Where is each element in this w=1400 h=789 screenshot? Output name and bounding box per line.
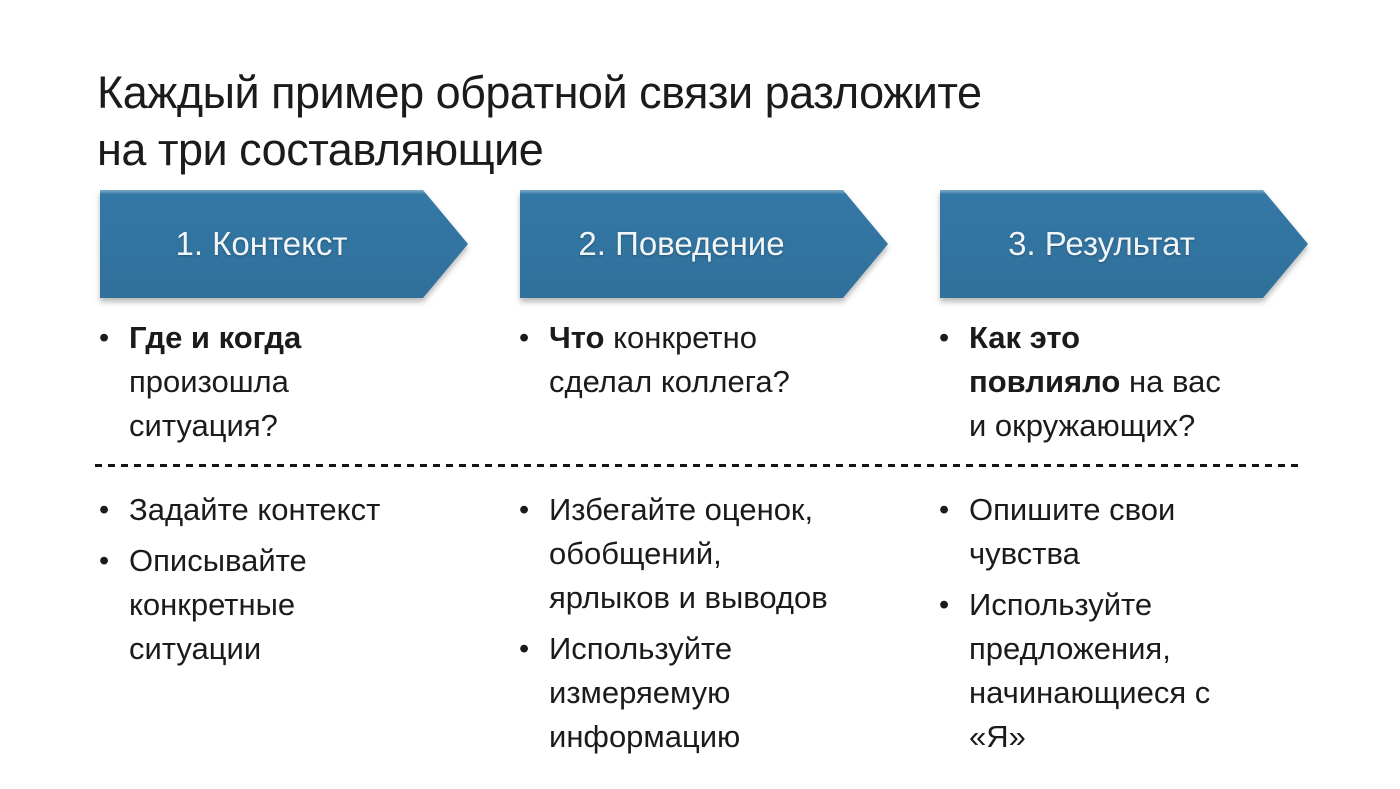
arrow-label-result: 3. Результат (1008, 225, 1195, 262)
result-tips-list: • Опишите свои чувства • Используйте предло… (939, 488, 1329, 759)
column-behavior-question: • Что конкретно сделал коллега? (519, 316, 909, 411)
column-context-tips: • Задайте контекст • Описывайте конкретные … (99, 488, 489, 678)
list-item: • Избегайте оценок, обобщений, ярлыков и … (519, 488, 909, 620)
arrow-label-behavior: 2. Поведение (578, 225, 785, 262)
list-item: • Используйте предложения, начинающиеся с… (939, 583, 1329, 759)
bullet-icon: • (939, 322, 950, 354)
list-item: • Задайте контекст (99, 488, 489, 532)
behavior-question-list: • Что конкретно сделал коллега? (519, 316, 909, 404)
result-question-list: • Как это повлияло на вас и окружающих? (939, 316, 1329, 448)
bullet-icon: • (519, 322, 530, 354)
bullet-text: Описывайте конкретные ситуации (129, 543, 307, 666)
column-result-tips: • Опишите свои чувства • Используйте предло… (939, 488, 1329, 766)
behavior-tips-list: • Избегайте оценок, обобщений, ярлыков и … (519, 488, 909, 759)
bullet-icon: • (99, 494, 110, 526)
list-item: • Используйте измеряемую информацию (519, 627, 909, 759)
list-item: • Описывайте конкретные ситуации (99, 539, 489, 671)
context-tips-list: • Задайте контекст • Описывайте конкретные … (99, 488, 489, 671)
arrow-label-context: 1. Контекст (175, 225, 348, 262)
list-item: • Что конкретно сделал коллега? (519, 316, 909, 404)
list-item: • Где и когда произошла ситуация? (99, 316, 489, 448)
bullet-icon: • (939, 589, 950, 621)
arrow-shape-behavior: 2. Поведение (520, 190, 888, 298)
bullet-text: Как это повлияло на вас и окружающих? (969, 320, 1221, 443)
bullet-icon: • (519, 494, 530, 526)
arrow-result: 3. Результат (940, 190, 1308, 298)
column-result-question: • Как это повлияло на вас и окружающих? (939, 316, 1329, 455)
list-item: • Опишите свои чувства (939, 488, 1329, 576)
context-question-list: • Где и когда произошла ситуация? (99, 316, 489, 448)
bullet-text: Где и когда произошла ситуация? (129, 320, 302, 443)
bullet-text: Используйте предложения, начинающиеся с … (969, 587, 1211, 754)
arrow-shape-result: 3. Результат (940, 190, 1308, 298)
column-context-question: • Где и когда произошла ситуация? (99, 316, 489, 455)
bullet-icon: • (519, 633, 530, 665)
bullet-text: Избегайте оценок, обобщений, ярлыков и в… (549, 492, 828, 615)
bullet-icon: • (99, 545, 110, 577)
bullet-text: Используйте измеряемую информацию (549, 631, 741, 754)
arrow-shape-context: 1. Контекст (100, 190, 468, 298)
list-item: • Как это повлияло на вас и окружающих? (939, 316, 1329, 448)
bullet-icon: • (939, 494, 950, 526)
page-title: Каждый пример обратной связи разложите н… (97, 67, 982, 175)
bullet-icon: • (99, 322, 110, 354)
column-behavior-tips: • Избегайте оценок, обобщений, ярлыков и … (519, 488, 909, 766)
dashed-divider-line (95, 464, 1303, 467)
bullet-text: Задайте контекст (129, 492, 381, 527)
arrow-behavior: 2. Поведение (520, 190, 888, 298)
arrow-context: 1. Контекст (100, 190, 468, 298)
bullet-text: Что конкретно сделал коллега? (549, 320, 790, 399)
bullet-text: Опишите свои чувства (969, 492, 1176, 571)
